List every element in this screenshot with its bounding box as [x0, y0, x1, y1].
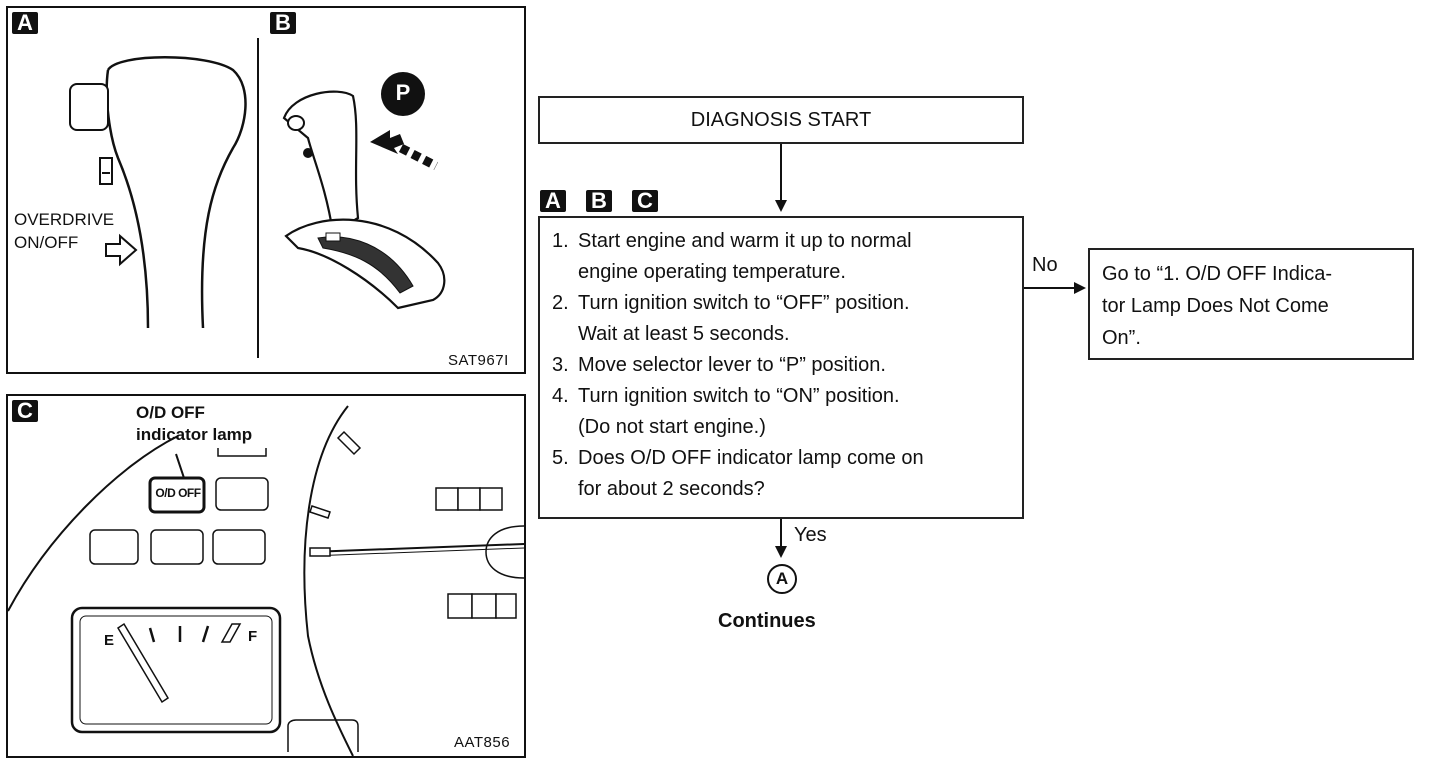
figure-shift-lever: A B OVERDRIVE ON/OFF P SAT967I: [6, 6, 526, 374]
flow-tag-a: A: [540, 190, 566, 212]
p-badge-label: P: [395, 80, 411, 105]
callout-line2: indicator lamp: [136, 425, 253, 444]
step-line: Turn ignition switch to “OFF” position.: [578, 292, 910, 314]
diagnosis-start-label: DIAGNOSIS START: [690, 108, 872, 131]
step-item: 2. Turn ignition switch to “OFF” positio…: [540, 288, 1022, 350]
no-target-line: Go to “1. O/D OFF Indica-: [1102, 263, 1333, 285]
overdrive-label: OVERDRIVE ON/OFF: [14, 208, 114, 254]
diagnosis-start-box: DIAGNOSIS START: [538, 96, 1024, 144]
step-line: for about 2 seconds?: [578, 478, 765, 500]
figure-code-top: SAT967I: [448, 352, 509, 369]
step-line: Does O/D OFF indicator lamp come on: [578, 447, 924, 469]
diagnosis-steps-list: 1. Start engine and warm it up to normal…: [540, 226, 1022, 505]
step-line: Move selector lever to “P” position.: [578, 354, 886, 376]
step-line: Turn ignition switch to “ON” position.: [578, 385, 900, 407]
gauge-e-label: E: [104, 632, 115, 649]
diagnosis-steps-box: 1. Start engine and warm it up to normal…: [538, 216, 1024, 519]
gauge-f-label: F: [248, 628, 258, 645]
connector-a-label: A: [775, 569, 789, 588]
step-line: (Do not start engine.): [578, 416, 766, 438]
no-branch-label: No: [1032, 254, 1058, 276]
instrument-cluster-illustration: [8, 405, 524, 756]
step-item: 3. Move selector lever to “P” position.: [540, 350, 1022, 381]
overdrive-label-line2: ON/OFF: [14, 233, 79, 252]
od-off-lamp-label: O/D OFF: [155, 486, 201, 500]
figure-code-bottom: AAT856: [454, 734, 511, 751]
step-line: engine operating temperature.: [578, 261, 846, 283]
flow-tag-c: C: [632, 190, 658, 212]
flow-tag-row: A B C: [540, 190, 658, 212]
no-target-line: On”.: [1102, 327, 1141, 349]
step-line: Start engine and warm it up to normal: [578, 230, 912, 252]
step-number: 5.: [552, 447, 569, 469]
step-number: 3.: [552, 354, 569, 376]
shift-lever-illustration: [69, 38, 446, 358]
flow-tag-b: B: [586, 190, 612, 212]
overdrive-label-line1: OVERDRIVE: [14, 210, 115, 229]
step-number: 1.: [552, 230, 569, 252]
figure-tag-b: B: [270, 12, 296, 34]
step-number: 2.: [552, 292, 569, 314]
step-line: Wait at least 5 seconds.: [578, 323, 790, 345]
step-item: 4. Turn ignition switch to “ON” position…: [540, 381, 1022, 443]
callout-line1: O/D OFF: [136, 403, 205, 422]
callout-od-off: O/D OFF indicator lamp: [136, 402, 252, 446]
continues-label: Continues: [718, 610, 816, 632]
figure-tag-c: C: [12, 400, 38, 422]
figure-tag-a: A: [12, 12, 38, 34]
figure-instrument-cluster: C: [6, 394, 526, 758]
step-item: 5. Does O/D OFF indicator lamp come on f…: [540, 443, 1022, 505]
yes-branch-label: Yes: [794, 524, 827, 546]
step-item: 1. Start engine and warm it up to normal…: [540, 226, 1022, 288]
no-target-box: Go to “1. O/D OFF Indica- tor Lamp Does …: [1088, 248, 1414, 360]
step-number: 4.: [552, 385, 569, 407]
no-target-line: tor Lamp Does Not Come: [1102, 295, 1329, 317]
